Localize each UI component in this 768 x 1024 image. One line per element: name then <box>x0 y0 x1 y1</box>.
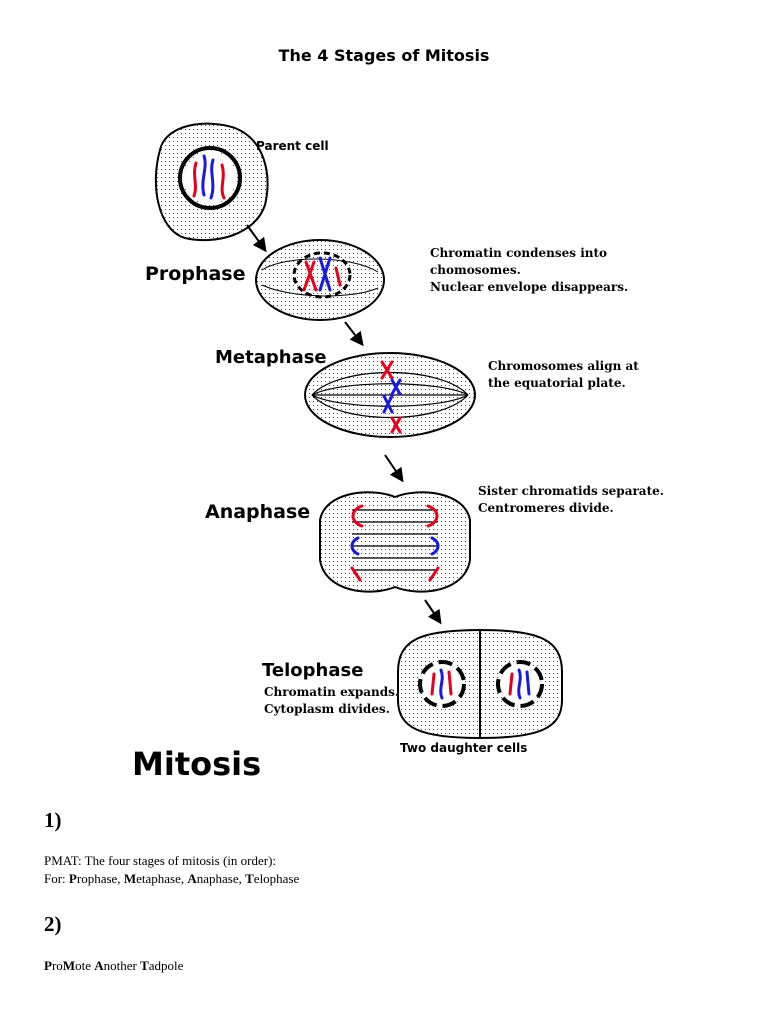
svg-text:Nuclear envelope disappears.: Nuclear envelope disappears. <box>430 280 628 294</box>
anaphase-cell <box>319 491 471 593</box>
parent-chromatin <box>192 154 226 200</box>
section-2-number: 2) <box>44 912 62 936</box>
arrow-1 <box>246 224 267 253</box>
stage-name-metaphase: Metaphase <box>215 347 327 368</box>
svg-text:Sister chromatids separate.: Sister chromatids separate. <box>478 484 664 498</box>
telophase-description: Chromatin expands. Cytoplasm divides. <box>264 685 399 716</box>
svg-text:Chromatin condenses into: Chromatin condenses into <box>430 246 607 260</box>
section-2-line-1: ProMote Another Tadpole <box>44 958 184 973</box>
anaphase-description: Sister chromatids separate. Centromeres … <box>478 484 664 515</box>
prophase-cell <box>255 239 385 321</box>
parent-cell <box>154 122 269 242</box>
arrow-2 <box>344 321 364 347</box>
figure-heading: Mitosis <box>132 745 261 783</box>
metaphase-description: Chromosomes align at the equatorial plat… <box>488 359 639 390</box>
svg-text:Centromeres divide.: Centromeres divide. <box>478 501 614 515</box>
section-1-text: PMAT: The four stages of mitosis (in ord… <box>44 852 299 888</box>
stage-name-anaphase: Anaphase <box>205 501 310 523</box>
section-2-text: ProMote Another Tadpole <box>44 957 183 975</box>
parent-cell-label: Parent cell <box>256 139 329 153</box>
section-1-number: 1) <box>44 808 62 832</box>
arrow-4 <box>424 599 442 625</box>
page-title: The 4 Stages of Mitosis <box>278 46 490 65</box>
stage-name-telophase: Telophase <box>262 660 363 681</box>
prophase-description: Chromatin condenses into chomosomes. Nuc… <box>430 246 628 294</box>
section-1-line-2: For: Prophase, Metaphase, Anaphase, Telo… <box>44 871 300 886</box>
stage-name-prophase: Prophase <box>145 263 246 285</box>
svg-text:Cytoplasm divides.: Cytoplasm divides. <box>264 702 390 716</box>
svg-text:Chromosomes align at: Chromosomes align at <box>488 359 639 373</box>
section-1-line-1: PMAT: The four stages of mitosis (in ord… <box>44 853 277 868</box>
svg-text:Chromatin expands.: Chromatin expands. <box>264 685 399 699</box>
mitosis-diagram: Parent cell Prophase Chromatin condenses… <box>132 122 664 783</box>
svg-text:chomosomes.: chomosomes. <box>430 263 521 277</box>
arrow-3 <box>384 454 404 483</box>
daughter-cells <box>397 628 563 740</box>
metaphase-cell <box>304 352 476 438</box>
daughter-cells-label: Two daughter cells <box>400 741 527 755</box>
svg-text:the equatorial plate.: the equatorial plate. <box>488 376 626 390</box>
